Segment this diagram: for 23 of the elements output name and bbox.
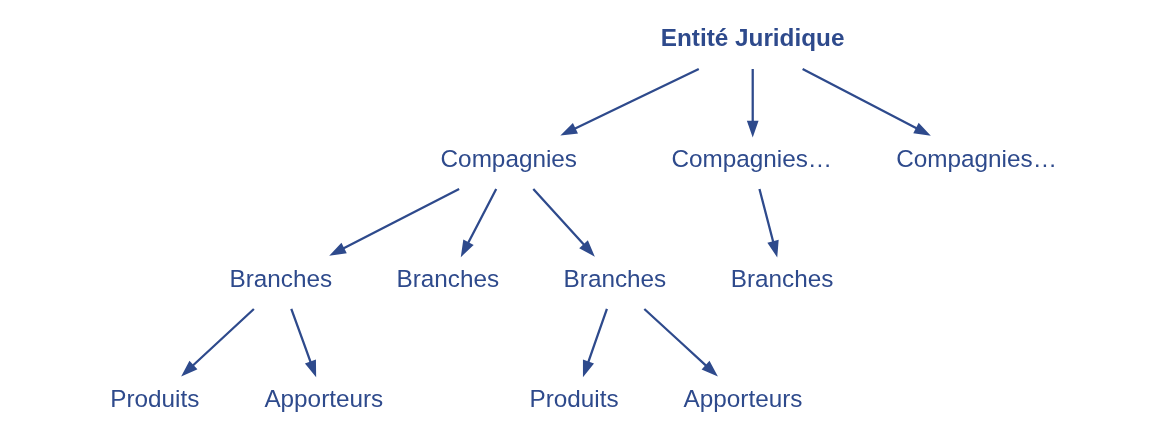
node-text: Produits — [109, 385, 199, 413]
arrow — [328, 187, 460, 256]
node-text: Compagnies… — [895, 145, 1057, 173]
node-text: Branches — [228, 265, 332, 293]
node-text: Entité Juridique — [660, 23, 844, 51]
arrow — [180, 308, 255, 377]
arrow — [289, 308, 316, 378]
arrow — [801, 67, 931, 136]
node-text: Branches — [396, 265, 499, 293]
arrow — [746, 69, 759, 138]
arrow — [559, 67, 699, 136]
arrow — [643, 308, 718, 377]
arrow — [757, 188, 779, 258]
node-text: Compagnies — [440, 145, 577, 173]
node-text: Branches — [563, 265, 666, 293]
node-text: Produits — [528, 385, 619, 413]
arrow — [460, 188, 497, 258]
node-text: Apporteurs — [263, 385, 383, 413]
node-text: Branches — [730, 265, 833, 293]
arrow — [582, 308, 608, 378]
node-text: Compagnies… — [670, 145, 832, 173]
arrow — [531, 188, 595, 257]
node-text: Apporteurs — [683, 385, 802, 413]
